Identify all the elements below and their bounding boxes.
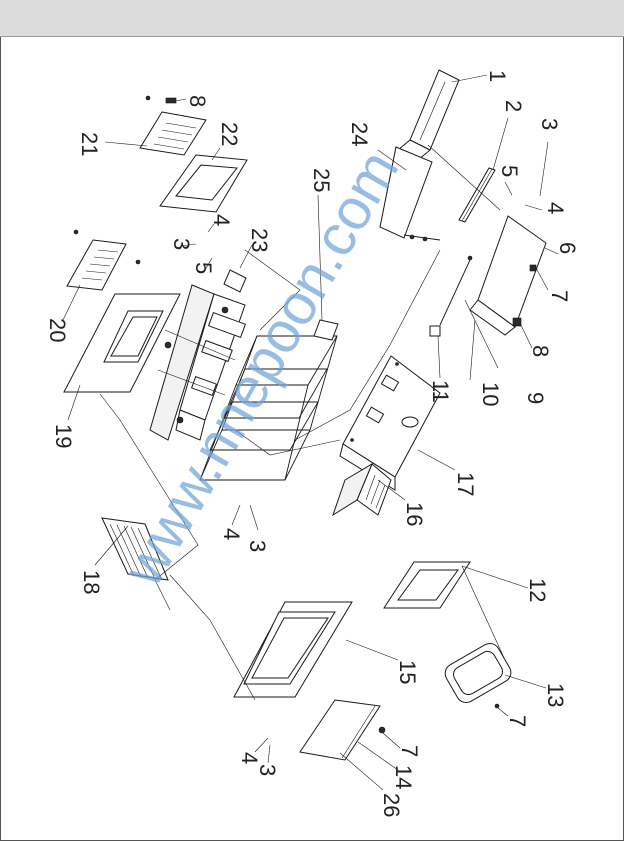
part-12-plate (383, 561, 471, 609)
callout-14: 14 (391, 765, 416, 789)
callout-26: 26 (379, 793, 404, 817)
callout-5: 5 (497, 165, 522, 177)
callout-4: 4 (543, 202, 568, 214)
callout-8: 8 (528, 345, 553, 357)
leader-lines (62, 74, 559, 791)
callout-5b: 5 (191, 262, 216, 274)
part-2-rail (458, 167, 496, 223)
callout-18: 18 (79, 570, 104, 594)
part-1-top-cover (397, 69, 460, 161)
callout-22: 22 (217, 122, 242, 146)
callout-3c: 3 (245, 540, 270, 552)
callout-7c: 7 (397, 745, 422, 757)
callout-9: 9 (523, 392, 548, 404)
callout-21: 21 (77, 132, 102, 156)
callout-25: 25 (309, 168, 334, 192)
part-24-side-panel (379, 146, 441, 242)
callout-1: 1 (485, 70, 510, 82)
part-14-door (299, 699, 386, 761)
part-16-grille (332, 462, 392, 517)
callout-17: 17 (453, 472, 478, 496)
part-17-main-body (339, 355, 441, 491)
callout-10: 10 (478, 382, 503, 406)
callout-16: 16 (402, 502, 427, 526)
callout-3b: 3 (255, 764, 280, 776)
callout-13: 13 (543, 683, 568, 707)
callout-3d: 3 (169, 238, 194, 250)
part-21-grille (139, 95, 207, 156)
callout-4b: 4 (237, 752, 262, 764)
part-15-base-tray (233, 601, 353, 698)
callout-7: 7 (547, 290, 572, 302)
callout-2: 2 (501, 100, 526, 112)
internal-mechanism (149, 284, 247, 441)
callout-19: 19 (51, 424, 76, 448)
callout-numbers: 1 2 3 4 5 6 7 8 9 10 11 12 13 7 14 7 15 … (45, 70, 580, 817)
callout-20: 20 (45, 318, 70, 342)
callout-3: 3 (537, 118, 562, 130)
part-20-grille (66, 229, 141, 291)
top-bar (0, 0, 624, 37)
callout-7b: 7 (505, 715, 530, 727)
part-18-bracket (101, 517, 169, 581)
callout-4d: 4 (209, 214, 234, 226)
part-19-cover (63, 293, 181, 393)
callout-23: 23 (247, 228, 272, 252)
callout-11: 11 (428, 380, 453, 403)
part-22-panel (159, 154, 248, 213)
callout-6: 6 (555, 242, 580, 254)
part-25-frame (199, 319, 339, 481)
callout-12: 12 (525, 578, 550, 602)
part-11-bracket (429, 255, 473, 337)
callout-15: 15 (395, 660, 420, 684)
callout-24: 24 (347, 122, 372, 146)
part-6-side-cover (469, 215, 547, 336)
callout-8b: 8 (185, 95, 210, 107)
part-13-gasket (444, 642, 512, 709)
part-23-plate (223, 269, 247, 293)
callout-4c: 4 (219, 528, 244, 540)
watermark-text: www.nnepoon.com (109, 140, 411, 598)
